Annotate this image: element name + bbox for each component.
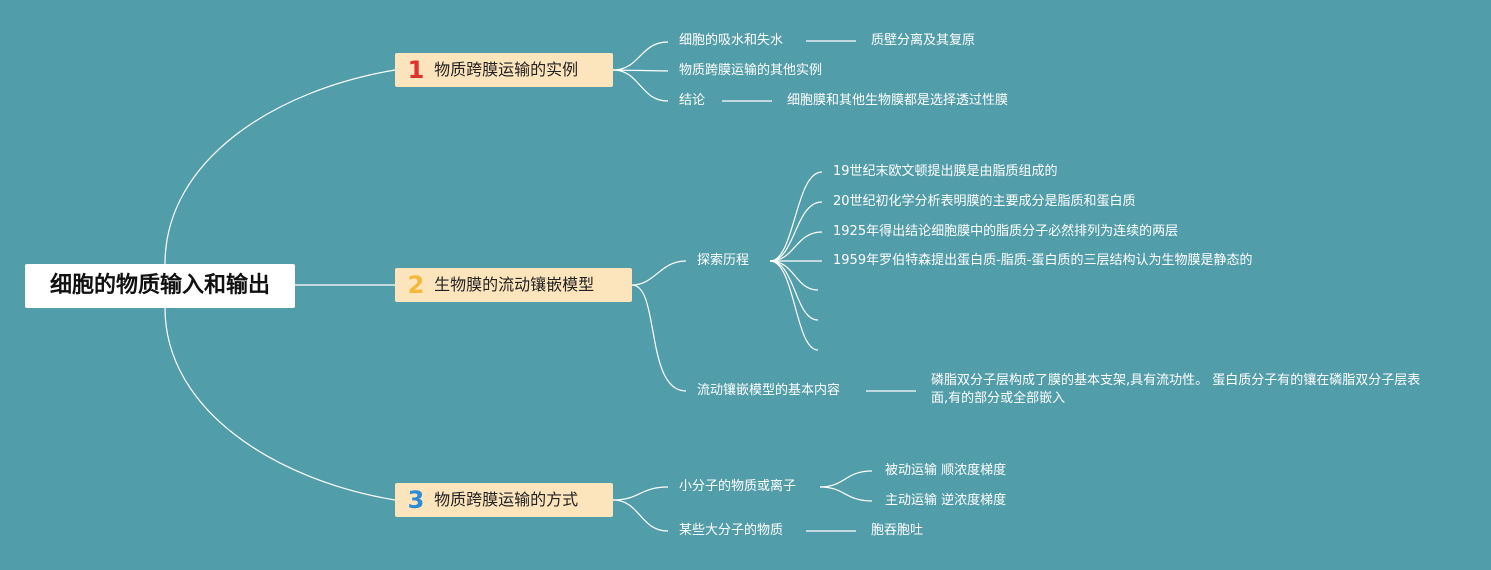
branch-2-label: 生物膜的流动镶嵌模型 [434,275,595,294]
topic-model-content[interactable]: 流动镶嵌模型的基本内容 [697,383,841,398]
connector-root-branch-3 [164,307,396,501]
branch-1-label: 物质跨膜运输的实例 [434,60,579,79]
branch-3-number-badge: 3 [407,486,425,514]
topic-macromolecules[interactable]: 某些大分子的物质 [679,523,784,538]
connector-small-2 [819,486,873,502]
branch-1-number-badge: 1 [407,56,425,84]
branch-3-node[interactable]: 3 物质跨膜运输的方式 [395,483,613,517]
topic-active-transport[interactable]: 主动运输 逆浓度梯度 [885,493,1007,508]
connector-b2-child-2 [631,284,687,392]
connector-history-2 [769,201,823,262]
topic-conclusion[interactable]: 结论 [679,93,706,108]
branch-3-label: 物质跨膜运输的方式 [434,490,579,509]
branch-2-number-badge: 2 [407,271,425,299]
connector-b3-child-1 [612,486,669,501]
topic-exploration-history[interactable]: 探索历程 [697,253,750,268]
history-item-2[interactable]: 20世纪初化学分析表明膜的主要成分是脂质和蛋白质 [833,194,1136,209]
topic-passive-transport[interactable]: 被动运输 顺浓度梯度 [885,463,1007,478]
branch-2-node[interactable]: 2 生物膜的流动镶嵌模型 [395,268,632,302]
history-item-1[interactable]: 19世纪末欧文顿提出膜是由脂质组成的 [833,164,1058,179]
connector-b3-child-2 [612,499,669,532]
topic-model-description[interactable]: 磷脂双分子层构成了膜的基本支架,具有流功性。 蛋白质分子有的镶在磷脂双分子层表面… [931,373,1421,406]
topic-other-examples[interactable]: 物质跨膜运输的其他实例 [679,63,823,78]
connector-b2-child-1 [631,260,687,286]
topic-endocytosis-exocytosis[interactable]: 胞吞胞吐 [871,523,924,538]
history-item-3[interactable]: 1925年得出结论细胞膜中的脂质分子必然排列为连续的两层 [833,224,1179,239]
central-topic[interactable]: 细胞的物质输入和输出 [25,264,295,308]
connector-history-7 [769,260,819,351]
topic-water-absorption[interactable]: 细胞的吸水和失水 [679,33,784,48]
connector-history-3 [769,231,823,262]
topic-small-molecules[interactable]: 小分子的物质或离子 [679,479,797,494]
history-item-4[interactable]: 1959年罗伯特森提出蛋白质-脂质-蛋白质的三层结构认为生物膜是静态的 [833,253,1253,268]
connector-b1-child-2 [612,69,669,72]
connector-root-branch-1 [164,69,396,265]
branch-1-node[interactable]: 1 物质跨膜运输的实例 [395,53,613,87]
connector-b1-child-1 [612,41,669,71]
topic-selective-permeability[interactable]: 细胞膜和其他生物膜都是选择透过性膜 [787,93,1009,108]
connector-history-6 [769,260,819,321]
connector-small-1 [819,470,873,488]
topic-plasmolysis[interactable]: 质壁分离及其复原 [871,33,976,48]
connector-b1-child-3 [612,69,669,102]
connector-history-1 [769,171,823,262]
connector-history-5 [769,260,819,291]
